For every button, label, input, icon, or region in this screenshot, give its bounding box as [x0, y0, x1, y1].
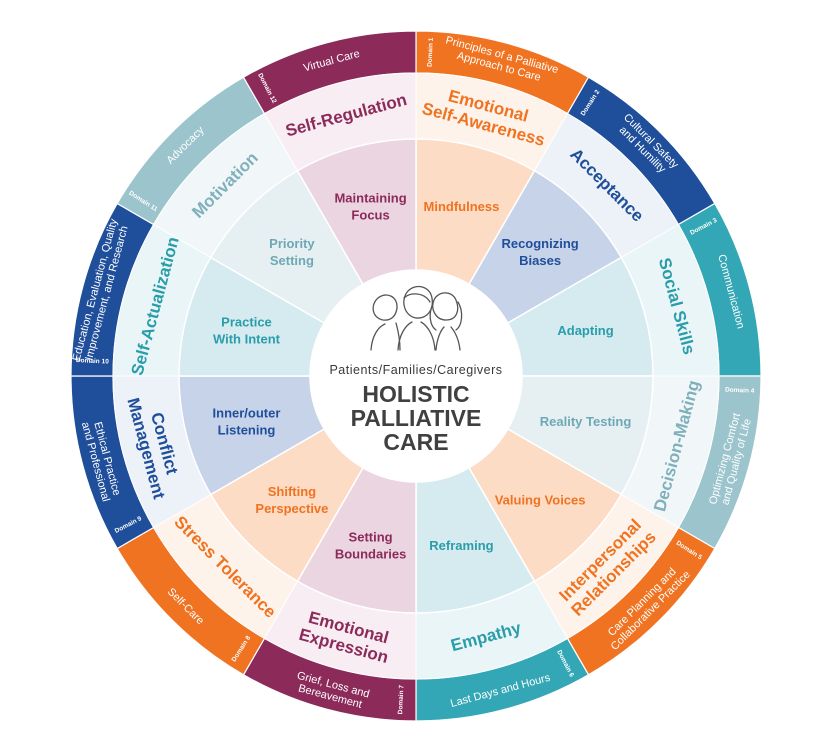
skill-label-10-line: With Intent	[213, 332, 281, 347]
skill-label-6-line: Reframing	[429, 538, 493, 553]
center-title-line-1: HOLISTIC	[362, 381, 469, 407]
center-title-line-2: PALLIATIVE	[351, 405, 482, 431]
skill-label-5: Valuing Voices	[495, 493, 586, 508]
skill-label-8-line: Perspective	[255, 501, 328, 516]
skill-label-1-line: Mindfulness	[424, 199, 500, 214]
domain-tag-7: Domain 7	[397, 685, 405, 715]
skill-label-2-line: Biases	[519, 253, 561, 268]
skill-label-11-line: Priority	[269, 236, 315, 251]
skill-label-7-line: Boundaries	[335, 547, 407, 562]
domain-tag-1: Domain 1	[427, 37, 435, 67]
center-title-line-3: CARE	[383, 429, 448, 455]
domain-tag-4: Domain 4	[725, 387, 755, 395]
skill-label-2-line: Recognizing	[501, 236, 578, 251]
skill-label-6: Reframing	[429, 538, 493, 553]
skill-label-1: Mindfulness	[424, 199, 500, 214]
center-subtitle: Patients/Families/Caregivers	[329, 363, 502, 377]
skill-label-5-line: Valuing Voices	[495, 493, 586, 508]
skill-label-12-line: Maintaining	[334, 190, 406, 205]
skill-label-11-line: Setting	[270, 253, 314, 268]
center-circle	[310, 270, 522, 482]
skill-label-4: Reality Testing	[540, 414, 632, 429]
skill-label-9-line: Listening	[218, 422, 276, 437]
skill-label-10-line: Practice	[221, 315, 272, 330]
skill-label-12-line: Focus	[351, 207, 389, 222]
competency-ring: EmotionalSelf-AwarenessAcceptanceSocial …	[112, 72, 720, 680]
domain-tag-10: Domain 10	[76, 357, 110, 366]
skill-label-7-line: Setting	[349, 530, 393, 545]
skill-label-3: Adapting	[557, 323, 613, 338]
skill-label-9-line: Inner/outer	[213, 405, 281, 420]
people-icon	[370, 285, 463, 351]
skill-label-8-line: Shifting	[268, 484, 316, 499]
center-hub: Patients/Families/Caregivers HOLISTIC PA…	[310, 270, 522, 482]
skill-label-4-line: Reality Testing	[540, 414, 632, 429]
skill-label-3-line: Adapting	[557, 323, 613, 338]
